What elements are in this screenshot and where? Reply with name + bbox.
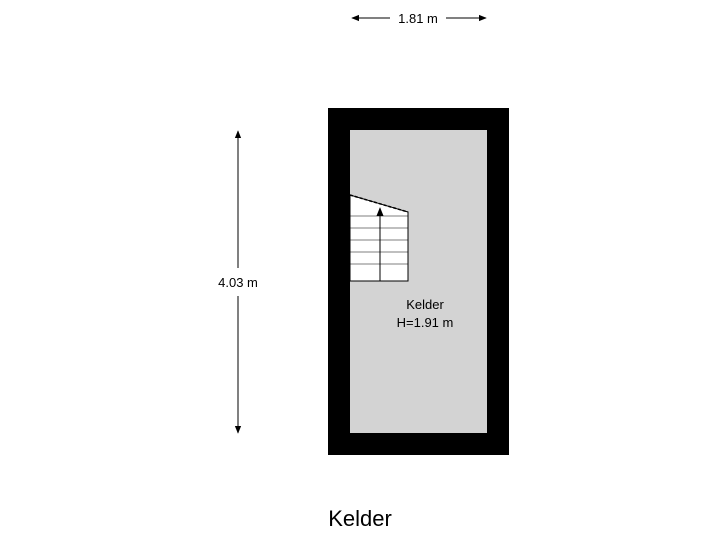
floor-title: Kelder [328,506,392,531]
length-dimension-label: 4.03 m [218,275,258,290]
length-dimension: 4.03 m [218,130,258,434]
room-height-label: H=1.91 m [397,315,454,330]
room-name-label: Kelder [406,297,444,312]
staircase [349,194,409,282]
width-dimension-label: 1.81 m [398,11,438,26]
width-dimension: 1.81 m [351,11,487,26]
